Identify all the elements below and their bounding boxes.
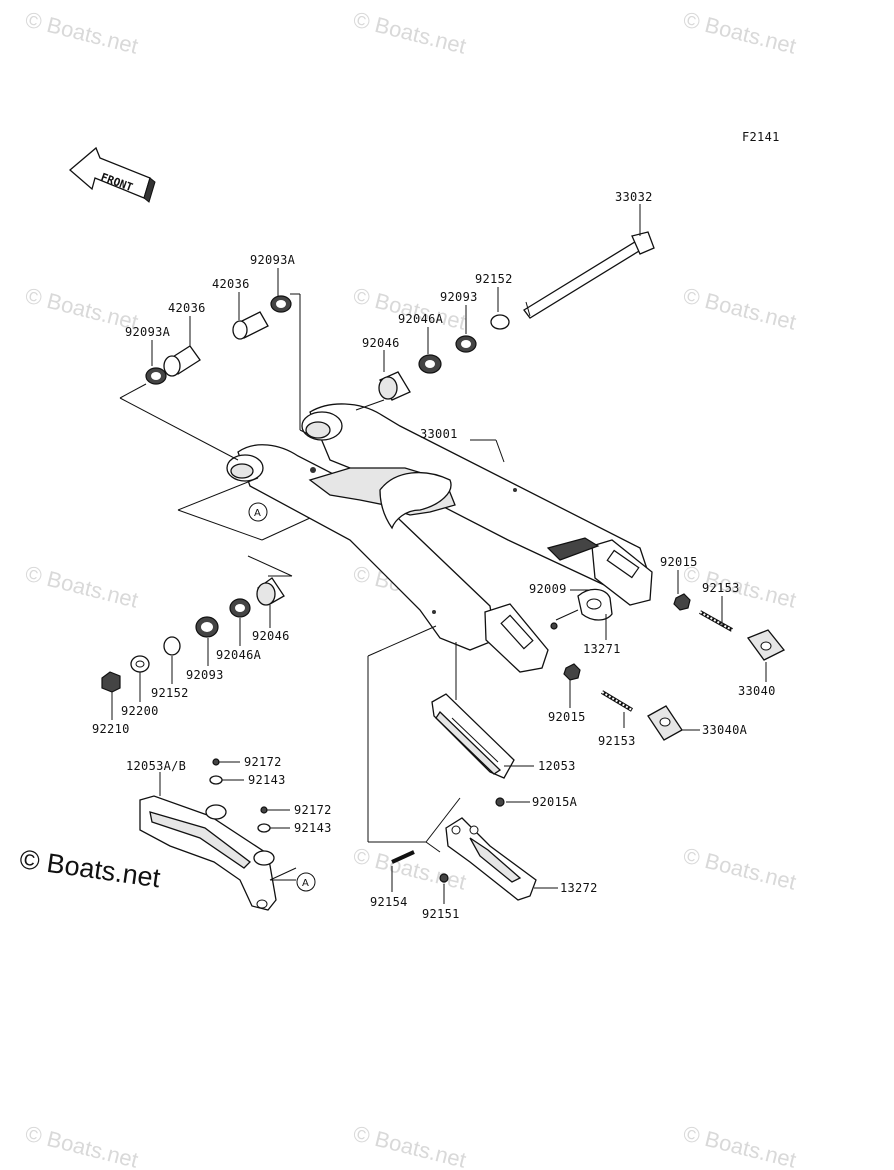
swingarm-33001	[226, 403, 653, 673]
part-label: 92153	[702, 581, 740, 595]
part-label: 33040A	[702, 723, 748, 737]
axle-33032	[523, 231, 655, 319]
part-label: 33040	[738, 684, 776, 698]
part-label: 92046	[252, 629, 290, 643]
ref-marker-text: A	[302, 878, 309, 889]
watermark: © Boats.net	[23, 283, 141, 335]
chain-slider-12053	[431, 693, 515, 779]
part-label: 92151	[422, 907, 460, 921]
part-label: 92200	[121, 704, 159, 718]
part-label: 12053	[538, 759, 576, 773]
watermark: © Boats.net	[23, 1121, 141, 1170]
watermark: © Boats.net	[351, 7, 469, 59]
ref-marker-a-upper: A	[248, 502, 268, 522]
part-label: 92154	[370, 895, 408, 909]
chain-guide-13272	[445, 817, 537, 901]
nut-92015-upper	[673, 593, 691, 611]
bolt-92151	[439, 873, 449, 883]
bolt-92153-upper	[699, 610, 733, 632]
part-label: 92143	[294, 821, 332, 835]
washer-92143-lower	[257, 823, 271, 833]
nut-92015A	[495, 797, 505, 807]
part-label: 92046	[362, 336, 400, 350]
part-label: 92015A	[532, 795, 578, 809]
part-label: 13271	[583, 642, 621, 656]
part-label: 92093	[186, 668, 224, 682]
watermark: © Boats.net	[681, 283, 799, 335]
screw-92009	[550, 622, 558, 630]
part-label: 92015	[660, 555, 698, 569]
sleeve-42036-upper	[232, 311, 269, 340]
bolt-92154	[391, 850, 415, 864]
part-label: 92046A	[398, 312, 444, 326]
washer-92143-upper	[209, 775, 223, 785]
watermark: © Boats.net	[23, 561, 141, 613]
watermark: © Boats.net	[681, 7, 799, 59]
watermark: © Boats.net	[351, 843, 469, 895]
bolt-92153-lower	[600, 690, 634, 712]
part-label: 33032	[615, 190, 653, 204]
diagram-id: F2141	[742, 130, 780, 144]
watermark: © Boats.net	[681, 561, 799, 613]
part-label: 12053A/B	[126, 759, 186, 773]
part-label: 13272	[560, 881, 598, 895]
part-label: 92093	[440, 290, 478, 304]
collar-92152	[490, 314, 510, 330]
part-label: 92210	[92, 722, 130, 736]
adjuster-33040A	[647, 705, 683, 741]
part-label: 92015	[548, 710, 586, 724]
ref-marker-a-lower: A	[296, 872, 316, 892]
nut-92210	[101, 671, 121, 693]
part-label: 42036	[168, 301, 206, 315]
part-label: 92046A	[216, 648, 262, 662]
part-label: 92153	[598, 734, 636, 748]
part-label: 92152	[475, 272, 513, 286]
watermark: © Boats.net	[681, 843, 799, 895]
bearing-92046-lower	[256, 577, 285, 606]
plate-13271	[577, 588, 613, 621]
nut-92015-lower	[563, 663, 581, 681]
part-label: 92093A	[250, 253, 296, 267]
watermark: © Boats.net	[681, 1121, 799, 1170]
watermark: © Boats.net	[351, 1121, 469, 1170]
sleeve-42036-lower	[163, 345, 201, 377]
part-label: 92009	[529, 582, 567, 596]
part-label: 92172	[244, 755, 282, 769]
chain-slide-12053AB	[139, 795, 277, 911]
part-label: 92172	[294, 803, 332, 817]
part-label: 33001	[420, 427, 458, 441]
collar-92152-lower	[163, 636, 181, 656]
part-labels: 33032 92152 92093 92046A 92046 33001 920…	[92, 190, 776, 921]
watermark: © Boats.net	[23, 7, 141, 59]
bearing-92046-top	[378, 371, 411, 401]
adjuster-33040	[746, 629, 786, 661]
leader-lines	[111, 204, 767, 904]
ref-marker-text: A	[254, 508, 261, 519]
part-label: 92093A	[125, 325, 171, 339]
front-arrow-icon: FRONT	[68, 146, 156, 203]
part-label: 42036	[212, 277, 250, 291]
part-label: 92152	[151, 686, 189, 700]
part-label: 92143	[248, 773, 286, 787]
